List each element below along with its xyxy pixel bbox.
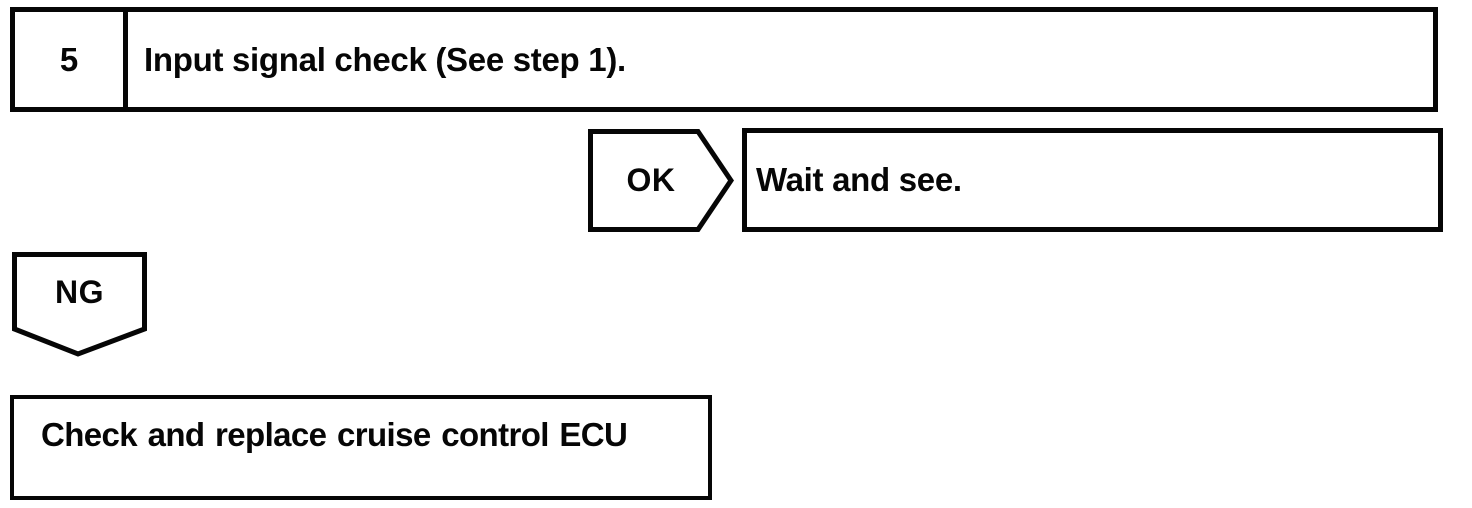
step-description: Input signal check (See step 1). <box>144 40 626 78</box>
ok-result-box: Wait and see. <box>742 128 1443 232</box>
step-number: 5 <box>15 12 128 107</box>
ng-result-box: Check and replace cruise control ECU <box>10 395 712 500</box>
ok-connector: OK <box>588 129 734 232</box>
ng-arrow-down-shape <box>12 252 147 357</box>
ng-connector-label: NG <box>55 273 104 310</box>
ok-result-text: Wait and see. <box>756 161 962 198</box>
ok-connector-label: OK <box>626 162 676 198</box>
ng-result-text: Check and replace cruise control ECU <box>41 416 628 453</box>
ok-arrow-right-shape <box>588 129 734 232</box>
ng-connector: NG <box>12 252 147 357</box>
step-header-box: 5 Input signal check (See step 1). <box>10 7 1438 112</box>
